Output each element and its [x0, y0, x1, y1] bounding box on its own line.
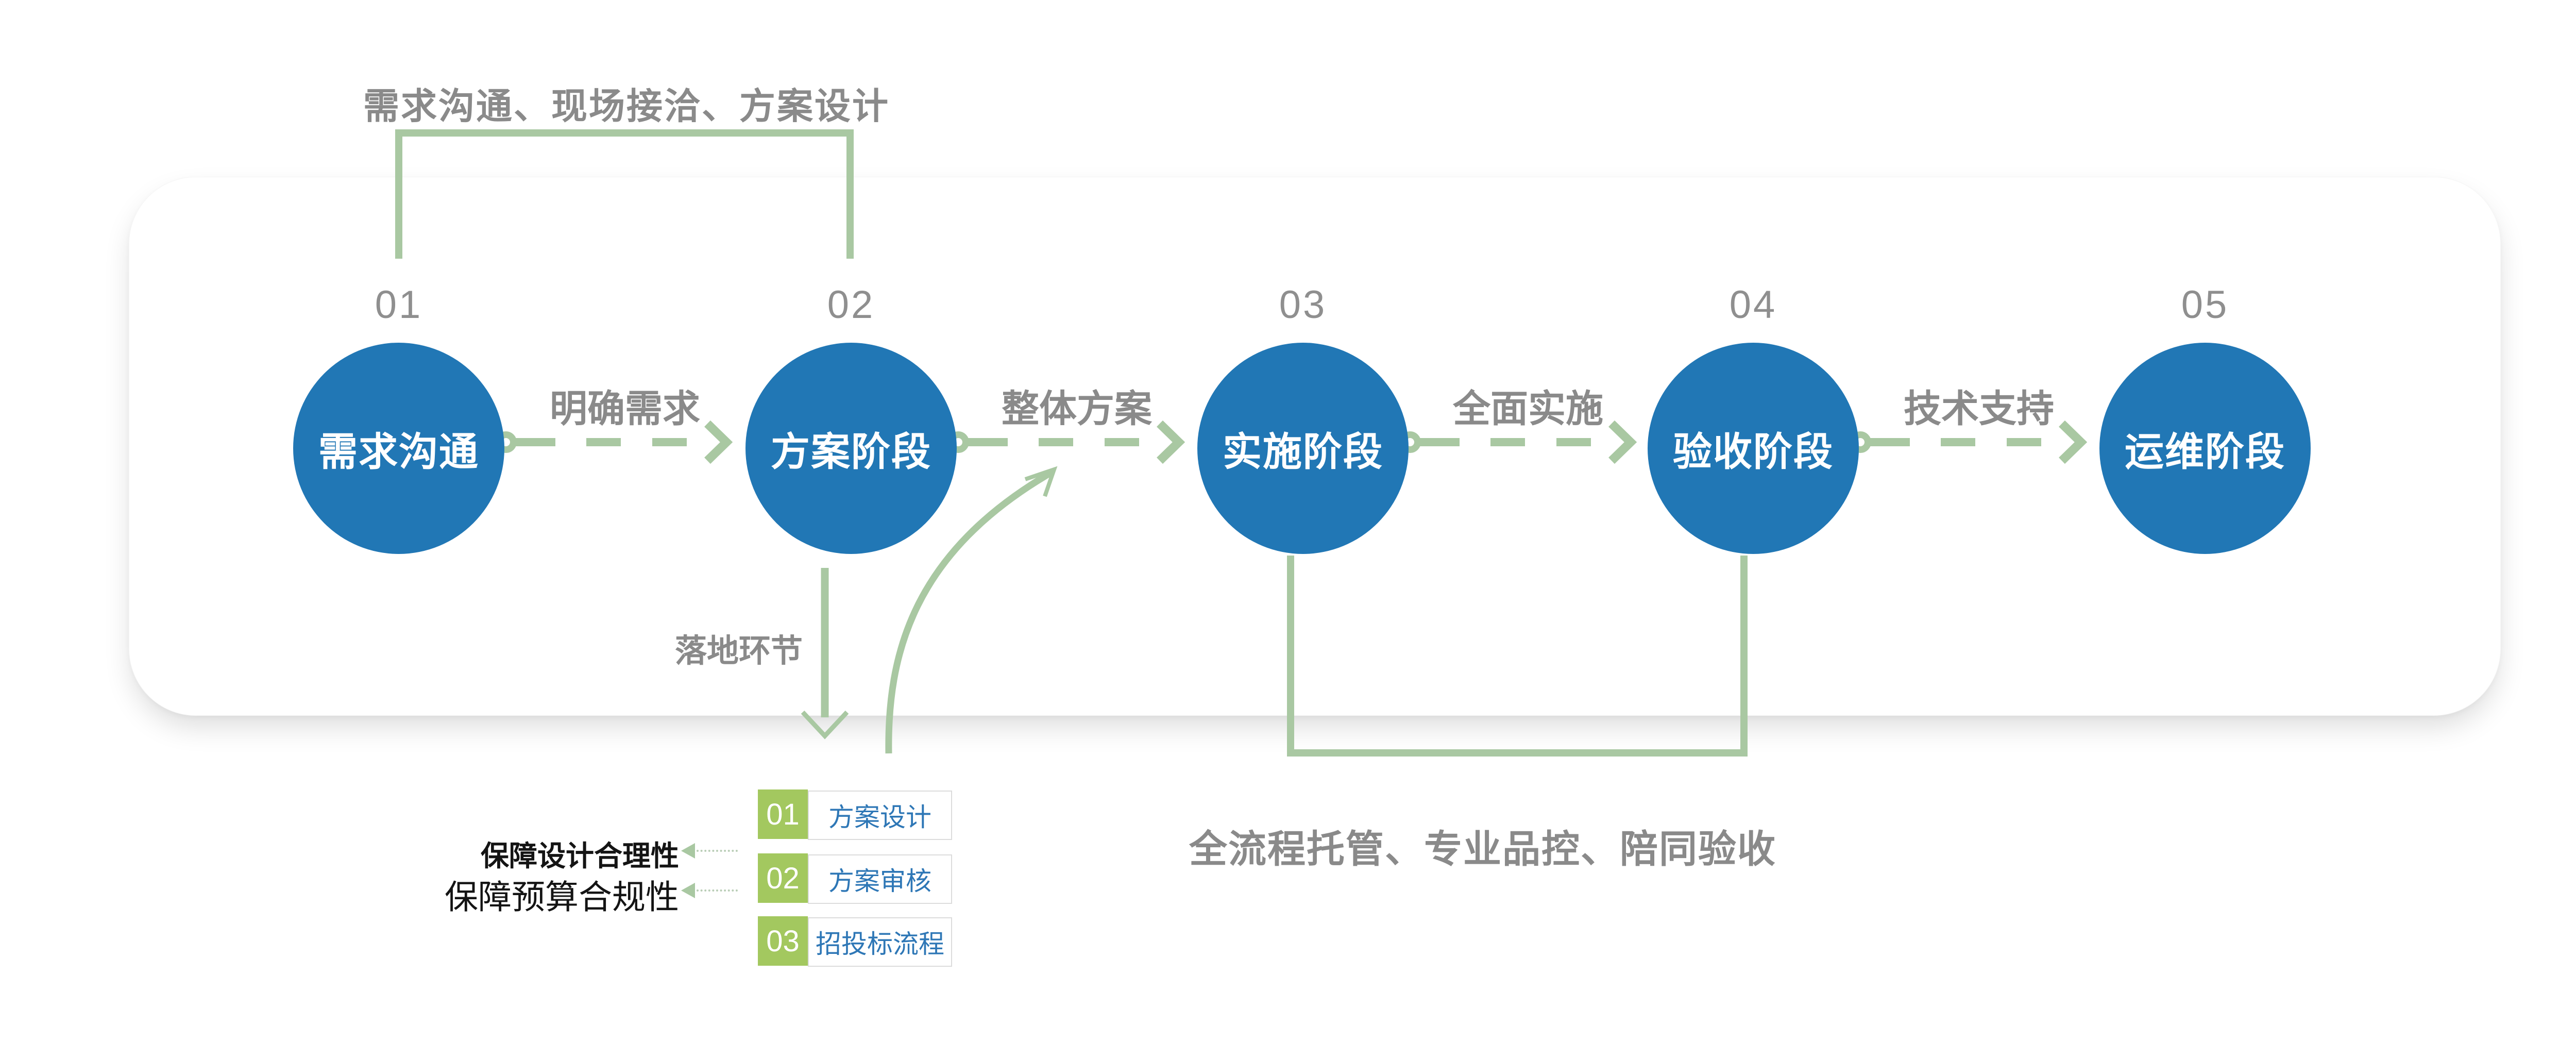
landing-title: 落地环节	[674, 633, 803, 669]
arrow-left-icon	[681, 883, 695, 898]
landing-item-label-2: 方案审核	[808, 854, 952, 904]
side-note-budget: 保障预算合规性	[444, 878, 679, 916]
stage-number-5: 05	[2181, 283, 2229, 327]
landing-item-label-1: 方案设计	[808, 791, 952, 840]
top-bracket	[395, 129, 854, 259]
flow-label-4: 技术支持	[1904, 388, 2054, 430]
side-note-design: 保障设计合理性	[480, 840, 679, 872]
stage-circle-requirement: 需求沟通	[293, 343, 504, 554]
bottom-bracket	[1287, 556, 1748, 757]
stage-circle-operation: 运维阶段	[2099, 343, 2311, 554]
stage-number-3: 03	[1279, 283, 1327, 327]
stage-number-4: 04	[1729, 283, 1777, 327]
arrow-left-icon	[681, 843, 695, 859]
stage-number-2: 02	[827, 283, 875, 327]
stage-number-1: 01	[375, 283, 423, 327]
landing-item-label-3: 招投标流程	[808, 917, 952, 967]
bottom-annotation-text: 全流程托管、专业品控、陪同验收	[1189, 828, 1776, 870]
flow-label-2: 整体方案	[1002, 388, 1152, 430]
dotted-line	[697, 889, 738, 892]
stage-circle-solution: 方案阶段	[745, 343, 957, 554]
landing-item-number-2: 02	[758, 853, 808, 903]
landing-item-number-3: 03	[758, 916, 808, 966]
top-annotation-text: 需求沟通、现场接洽、方案设计	[363, 86, 890, 126]
stage-circle-implementation: 实施阶段	[1197, 343, 1409, 554]
flow-label-3: 全面实施	[1453, 388, 1603, 430]
stage-circle-acceptance: 验收阶段	[1648, 343, 1859, 554]
flow-label-1: 明确需求	[550, 388, 700, 430]
landing-item-number-1: 01	[758, 789, 808, 839]
dotted-line	[697, 850, 738, 852]
